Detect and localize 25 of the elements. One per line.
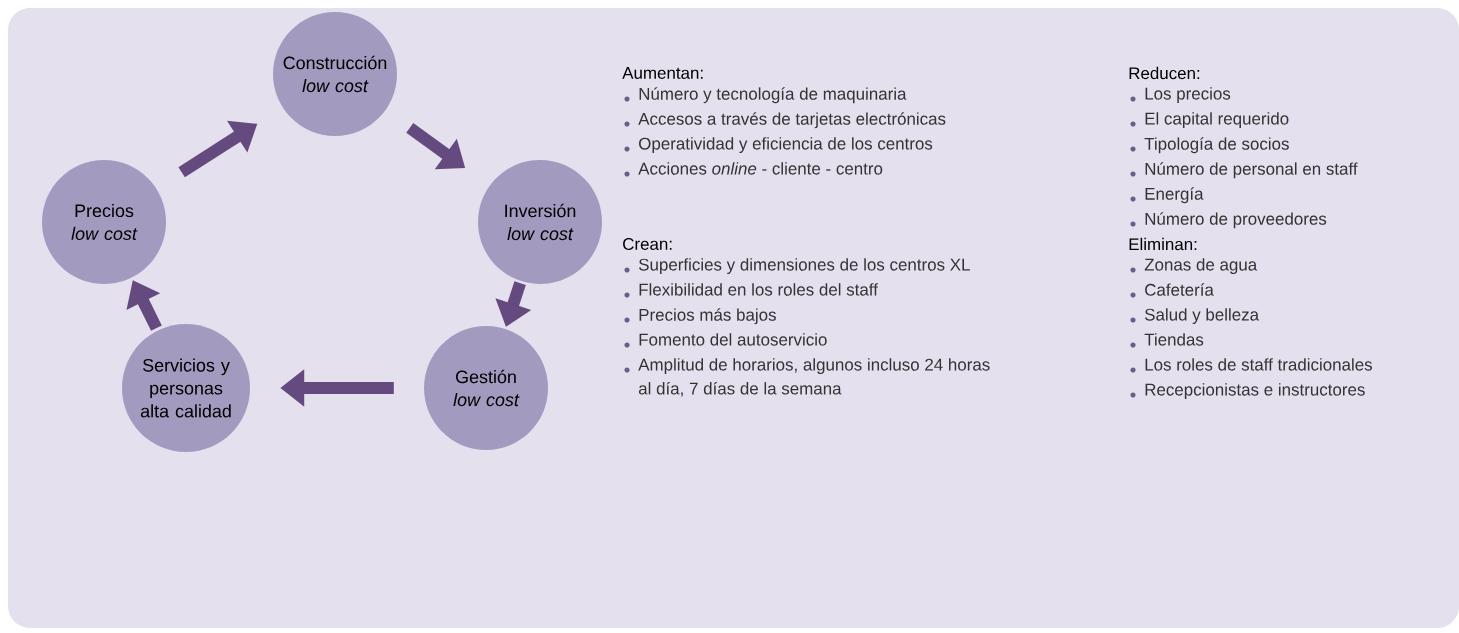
bullet-item: Zonas de agua — [1130, 258, 1258, 274]
bullet-item: Los roles de staff tradicionales — [1130, 358, 1372, 373]
bullet-item: Recepcionistas e instructores — [1130, 383, 1365, 399]
bullet-item: Los precios — [1130, 87, 1231, 103]
section-heading: Aumentan: — [622, 67, 703, 79]
bullet-item: Superficies y dimensiones de los centros XL — [624, 258, 970, 274]
bullet-item: Operatividad y eficiencia de los centros — [624, 137, 933, 153]
bullet-item: Accesos a través de tarjetas electrónicas — [624, 112, 946, 129]
bullet-item: Cafetería — [1130, 283, 1214, 298]
bullet-item: Flexibilidad en los roles del staff — [624, 283, 878, 298]
bullet-item: El capital requerido — [1130, 112, 1289, 128]
section-heading: Eliminan: — [1129, 237, 1197, 251]
bullet-item: Amplitud de horarios, algunos incluso 24 horas al día, 7 días de la semana — [624, 358, 990, 397]
bullet-item: Salud y belleza — [1130, 308, 1260, 324]
bullet-item: Precios más bajos — [624, 308, 776, 325]
bullet-item: Número de personal en staff — [1130, 162, 1358, 179]
bullet-item: Energía — [1130, 187, 1204, 204]
bullet-item: Número y tecnología de maquinaria — [624, 87, 907, 104]
bullet-item: Tipología de socios — [1130, 137, 1289, 154]
bullet-item: Fomento del autoservicio — [624, 333, 827, 348]
bullet-item: Tiendas — [1130, 333, 1204, 348]
section-heading: Reducen: — [1129, 66, 1200, 80]
bullet-item: Número de proveedores — [1130, 212, 1327, 229]
section-heading: Crean: — [623, 238, 672, 250]
bullet-item: Acciones online - cliente - centro — [624, 162, 883, 177]
